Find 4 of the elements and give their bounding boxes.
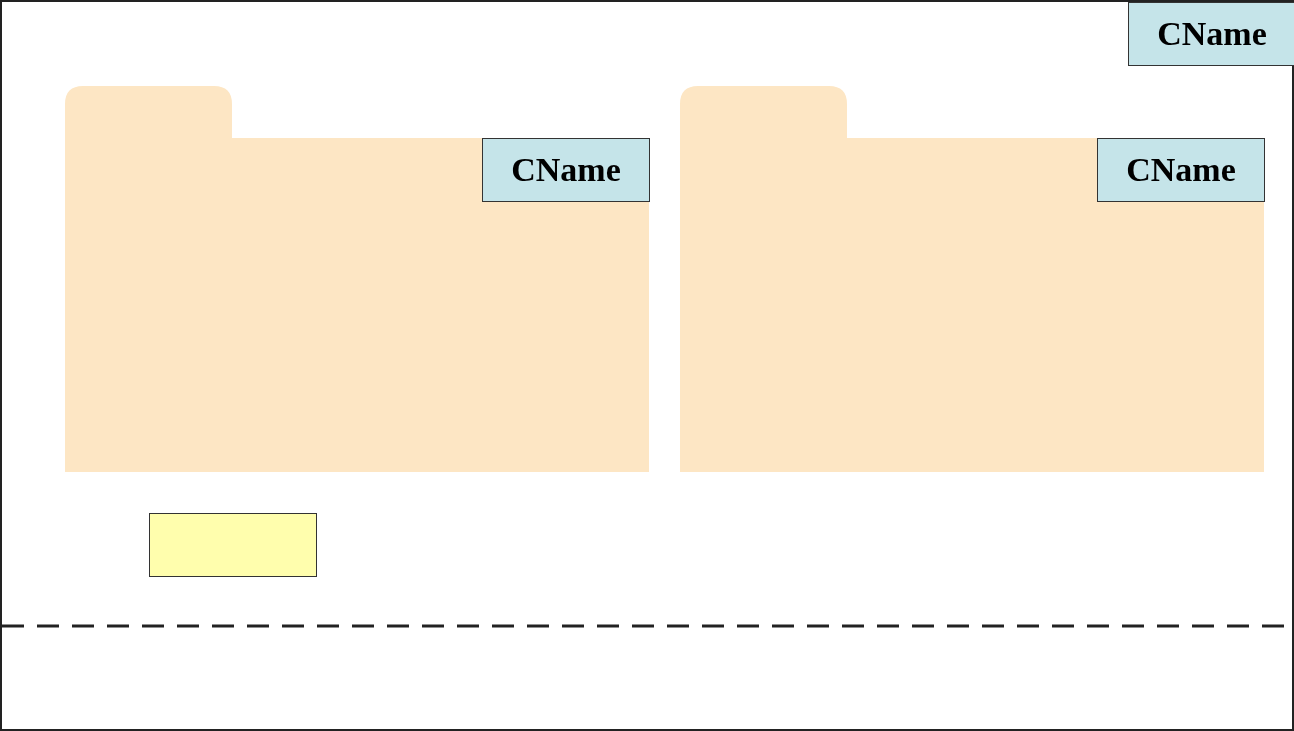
name-tag: CName [482, 138, 650, 202]
note-box [149, 513, 317, 577]
name-tag: CName [1128, 2, 1294, 66]
name-tag: CName [1097, 138, 1265, 202]
